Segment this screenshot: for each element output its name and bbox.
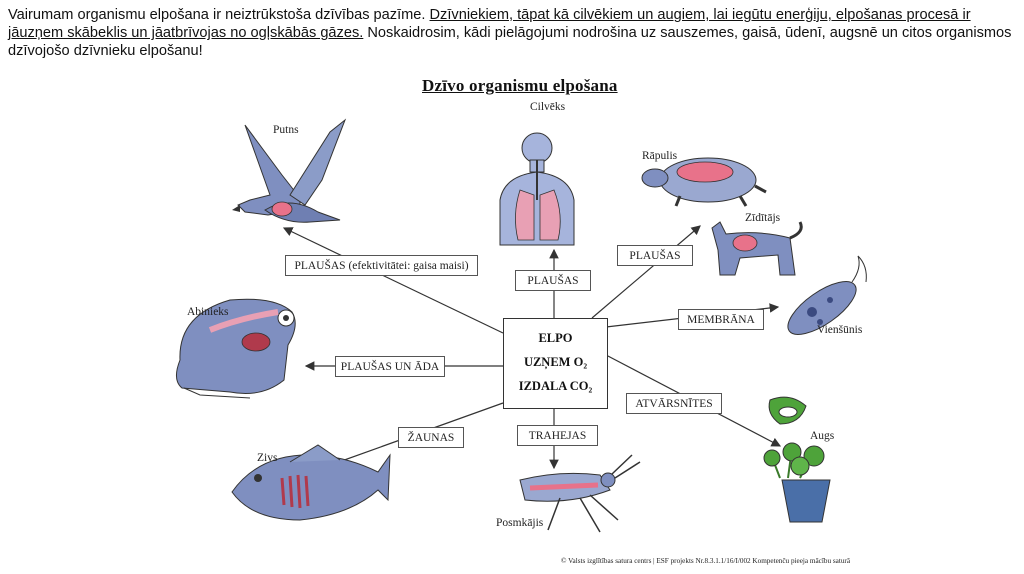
box-rapulis-organ: PLAUŠAS (617, 245, 693, 266)
bird-illustration (232, 118, 347, 223)
label-posmkajis: Posmkājis (496, 517, 544, 529)
mammal-illustration (711, 221, 803, 276)
plant-illustration (763, 396, 831, 523)
reptile-illustration (641, 157, 767, 207)
intro-text-1: Vairumam organismu elpošana ir neiztrūks… (8, 7, 430, 23)
human-illustration (499, 132, 575, 246)
arthropod-illustration (519, 454, 641, 533)
label-abinieks: Abinieks (187, 306, 229, 318)
intro-text-underlined: Dzīvniekiem, tāpat kā cilvēkiem un augie… (8, 7, 971, 42)
center-line-3: IZDALA CO₂ (518, 379, 593, 393)
fish-illustration (231, 444, 391, 521)
intro-text-3: Noskaidrosim, kādi pielāgojumi nodrošina… (8, 25, 1012, 60)
box-cilveks-organ: PLAUŠAS (515, 270, 591, 291)
unicellular-illustration (787, 255, 867, 335)
center-line-1: ELPO (538, 331, 573, 345)
label-ziditajs: Zīdītājs (745, 212, 781, 224)
box-putns-organ: PLAUŠAS (efektivitātei: gaisa maisi) (285, 255, 478, 276)
label-zivs: Zivs (257, 452, 278, 464)
diagram-title: Dzīvo organismu elpošana (422, 76, 618, 95)
center-line-2: UZŅEM O₂ (523, 355, 588, 369)
label-putns: Putns (273, 124, 299, 136)
box-trahejas: TRAHEJAS (517, 425, 598, 446)
copyright-footer: © Valsts izglītības satura centrs | ESF … (561, 557, 851, 565)
label-augs: Augs (810, 430, 835, 442)
box-abinieks-organ: PLAUŠAS UN ĀDA (335, 356, 445, 377)
box-zaunas: ŽAUNAS (398, 427, 464, 448)
label-cilveks: Cilvēks (530, 101, 566, 113)
center-box: ELPO UZŅEM O₂ IZDALA CO₂ (503, 318, 608, 409)
label-vienšūnis: Vienšūnis (817, 324, 863, 336)
box-membrana: MEMBRĀNA (678, 309, 764, 330)
intro-paragraph: Vairumam organismu elpošana ir neiztrūks… (8, 6, 1013, 61)
amphibian-illustration (176, 298, 296, 399)
box-atvarsnites: ATVĀRSNĪTES (626, 393, 722, 414)
label-rapulis: Rāpulis (642, 150, 678, 162)
